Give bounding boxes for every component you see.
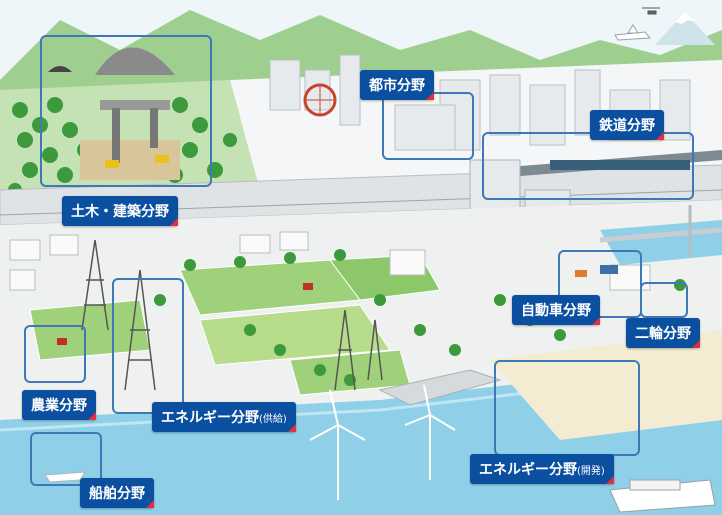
label-railway[interactable]: 鉄道分野: [590, 110, 664, 140]
energy-supply-area-frame[interactable]: [112, 278, 184, 414]
corner-arrow-icon: [170, 218, 178, 226]
agriculture-area-frame[interactable]: [24, 325, 86, 383]
label-energy-dev-sub: (開発): [577, 466, 605, 477]
ferris-wheel: [303, 83, 337, 117]
label-civil[interactable]: 土木・建築分野: [62, 196, 178, 226]
corner-arrow-icon: [656, 132, 664, 140]
power-pylons: [81, 239, 383, 391]
tunnel-entrance: [48, 66, 72, 72]
corner-arrow-icon: [426, 92, 434, 100]
label-urban[interactable]: 都市分野: [360, 70, 434, 100]
label-energy-supply-text: エネルギー分野: [161, 410, 259, 426]
corner-arrow-icon: [287, 424, 296, 432]
urban-area-frame[interactable]: [382, 92, 474, 160]
label-automobile-text: 自動車分野: [521, 303, 591, 319]
beach: [490, 330, 722, 440]
label-energy-supply-sub: (供給): [259, 414, 287, 425]
snow-mountain: [655, 12, 715, 45]
energy-dev-area-frame[interactable]: [494, 360, 640, 456]
railway-area-frame[interactable]: [482, 132, 694, 200]
corner-arrow-icon: [592, 317, 600, 325]
label-civil-text: 土木・建築分野: [71, 204, 169, 220]
tractor-2: [303, 283, 313, 290]
corner-arrow-icon: [146, 500, 154, 508]
label-ship[interactable]: 船舶分野: [80, 478, 154, 508]
label-energy-dev[interactable]: エネルギー分野(開発): [470, 454, 614, 484]
label-urban-text: 都市分野: [369, 78, 425, 94]
cable-stayed-bridge: [599, 227, 722, 243]
dome: [95, 47, 175, 75]
airplane: [614, 24, 652, 41]
corner-arrow-icon: [692, 340, 700, 348]
helicopter: [642, 7, 660, 15]
label-automobile[interactable]: 自動車分野: [512, 295, 600, 325]
train: [550, 160, 690, 170]
label-ship-text: 船舶分野: [89, 486, 145, 502]
car: [575, 270, 587, 277]
label-railway-text: 鉄道分野: [599, 118, 655, 134]
wind-turbines: [309, 384, 456, 500]
label-energy-dev-text: エネルギー分野: [479, 462, 577, 478]
corner-arrow-icon: [88, 412, 96, 420]
label-motorcycle[interactable]: 二輪分野: [626, 318, 700, 348]
ship-area-frame[interactable]: [30, 432, 102, 486]
label-agriculture-text: 農業分野: [31, 398, 87, 414]
motorcycle-area-frame[interactable]: [640, 282, 688, 318]
civil-area-frame[interactable]: [40, 35, 212, 187]
label-agriculture[interactable]: 農業分野: [22, 390, 96, 420]
tractor: [57, 338, 67, 345]
label-energy-supply[interactable]: エネルギー分野(供給): [152, 402, 296, 432]
label-motorcycle-text: 二輪分野: [635, 326, 691, 342]
truck: [600, 265, 618, 274]
corner-arrow-icon: [605, 476, 614, 484]
